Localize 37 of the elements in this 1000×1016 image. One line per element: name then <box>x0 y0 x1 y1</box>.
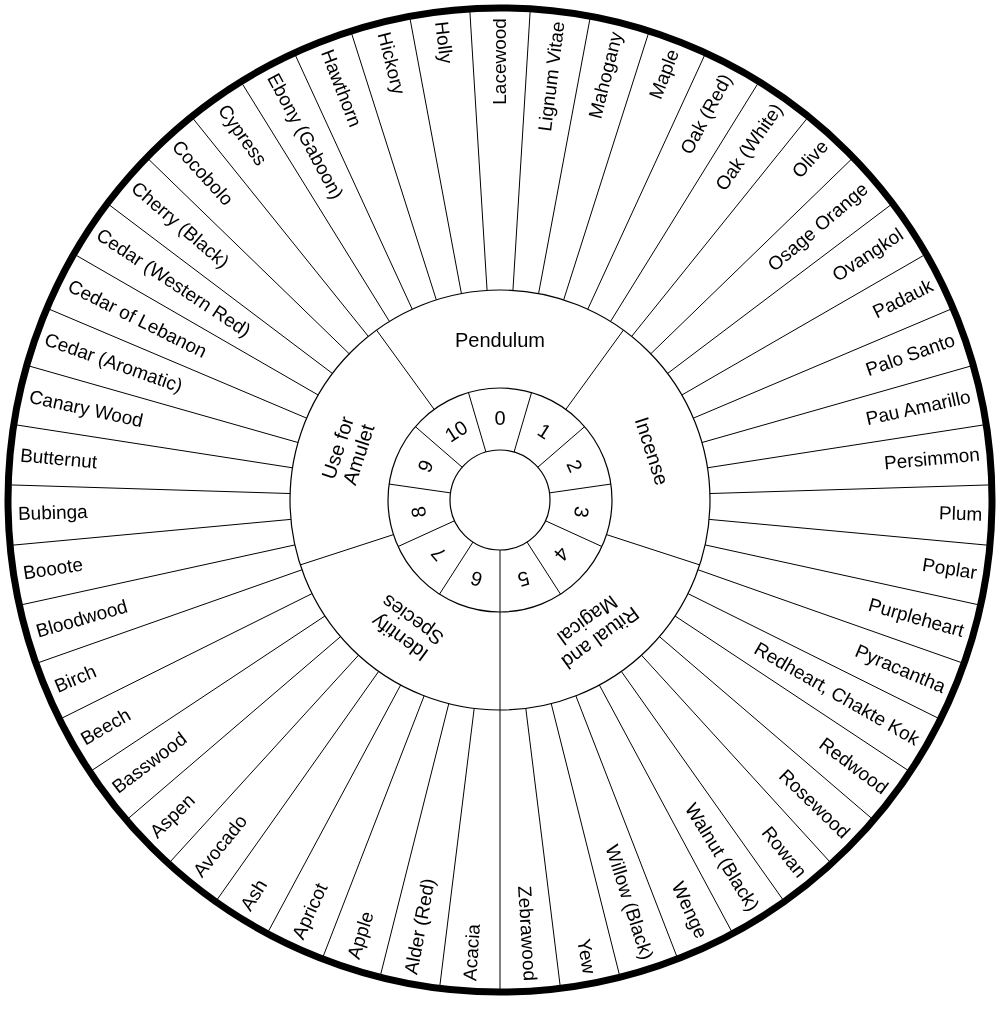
number-label: 6 <box>468 566 486 591</box>
sector-label: Birch <box>52 661 101 698</box>
sector-label: Bubinga <box>17 502 89 526</box>
sector-label: Zebrawood <box>513 885 541 982</box>
sector-label: Lignum Vitae <box>535 20 570 133</box>
sector-label: Poplar <box>920 555 978 585</box>
sector-label: Lacewood <box>489 18 511 105</box>
sector-label: Pau Amarillo <box>864 386 973 430</box>
number-label: 3 <box>569 504 593 519</box>
sector-label: Acacia <box>459 923 485 982</box>
sector-label: Persimmon <box>883 445 981 475</box>
number-label: 1 <box>533 418 555 444</box>
number-label: 2 <box>562 456 587 476</box>
sector-label: Alder (Red) <box>401 876 440 976</box>
number-label: 9 <box>413 456 438 476</box>
sector-label: Hickory <box>372 29 409 97</box>
sector-label: Canary Wood <box>26 386 145 432</box>
number-label: 7 <box>426 542 451 566</box>
sector-label: Wenge <box>666 879 711 943</box>
sector-label: Apple <box>343 909 379 963</box>
category-label: Use for Amulet <box>309 391 386 510</box>
number-label: 0 <box>494 407 506 429</box>
number-label: 10 <box>440 415 472 447</box>
sector-label: Palo Santo <box>863 329 959 381</box>
sector-label: Butternut <box>19 445 98 473</box>
number-label: 5 <box>514 566 532 591</box>
category-label: Incense <box>624 394 680 507</box>
number-label: 4 <box>550 542 574 566</box>
sector-label: Maple <box>645 46 684 103</box>
sector-label: Ash <box>237 876 273 916</box>
sector-label: Holly <box>430 20 457 65</box>
sector-label: Yew <box>571 937 599 976</box>
sector-label: Willow (Black) <box>600 842 657 963</box>
sector-label: Plum <box>938 503 983 526</box>
sector-label: Booote <box>22 554 85 585</box>
number-label: 8 <box>407 504 431 519</box>
category-label: Pendulum <box>445 329 555 351</box>
